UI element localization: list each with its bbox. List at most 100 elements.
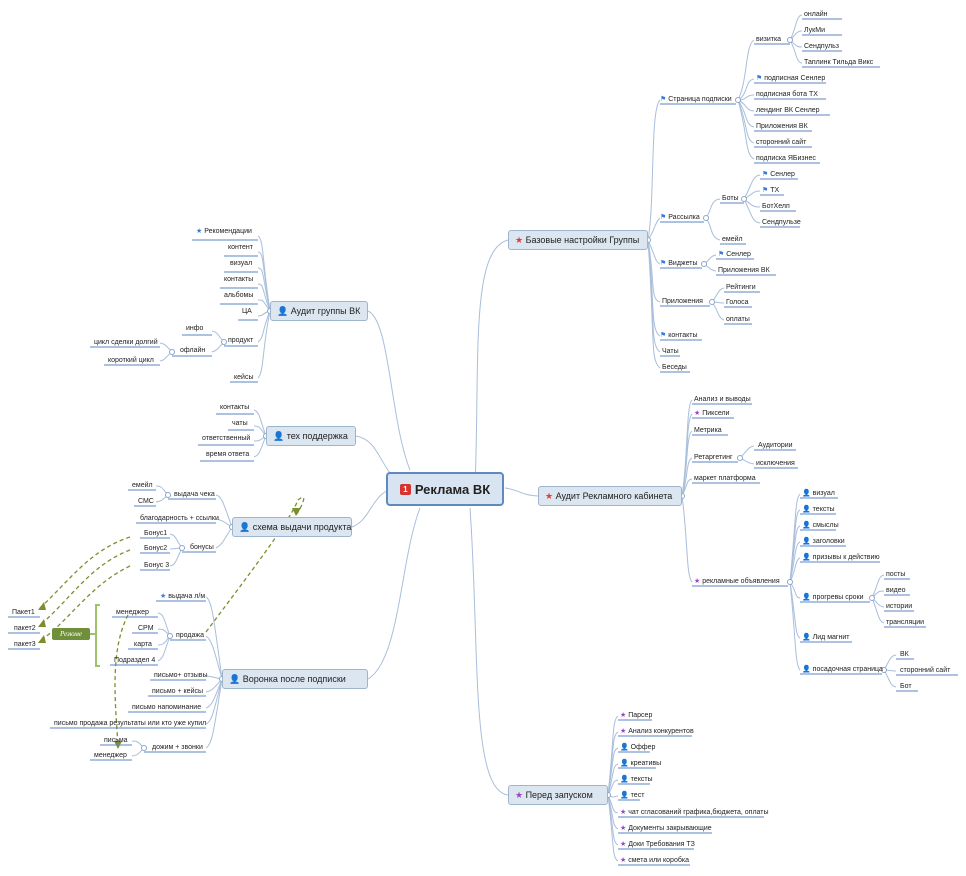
node-sales-item[interactable]: Подраздел 4	[114, 657, 156, 664]
node-sub-item[interactable]: сторонний сайт	[756, 139, 807, 146]
node-talks[interactable]: Беседы	[662, 364, 687, 371]
node-apps[interactable]: Приложения	[662, 298, 703, 305]
node-info[interactable]: инфо	[186, 325, 204, 332]
node-offline-item[interactable]: короткий цикл	[108, 357, 154, 364]
node-receipt-item[interactable]: СМС	[138, 498, 154, 505]
node-app-item[interactable]: Голоса	[726, 299, 749, 306]
node-market[interactable]: маркет платформа	[694, 475, 756, 482]
node-bot-item[interactable]: Сендпульзе	[762, 219, 801, 226]
node-vizitka-item[interactable]: Таплинк Тильда Викс	[804, 59, 874, 66]
node-pre-item[interactable]: ★ Документы закрывающие	[620, 825, 712, 832]
node-bot-item[interactable]: ⚑ Сенлер	[762, 171, 795, 178]
node-landing-item[interactable]: Бот	[900, 683, 912, 690]
topic-tech-support[interactable]: 👤 тех поддержка	[266, 426, 356, 446]
topic-product-scheme[interactable]: 👤 схема выдачи продукта	[232, 517, 352, 537]
node-ads[interactable]: ★ рекламные объявления	[694, 578, 780, 585]
node-tech-item[interactable]: контакты	[220, 404, 250, 411]
node-pre-item[interactable]: ★ Парсер	[620, 712, 653, 719]
node-app-item[interactable]: Рейтинги	[726, 284, 756, 291]
topic-group-audit[interactable]: 👤 Аудит группы ВК	[270, 301, 368, 321]
node-ads-item[interactable]: 👤 Лид магнит	[802, 634, 850, 641]
node-landing-item[interactable]: ВК	[900, 651, 909, 658]
node-pre-item[interactable]: 👤 креативы	[620, 760, 662, 767]
node-group-item[interactable]: ★ Рекомендации	[196, 228, 252, 235]
node-follow-item[interactable]: менеджер	[94, 752, 127, 759]
node-bonus-item[interactable]: Бонус 3	[144, 562, 170, 569]
topic-pre-launch[interactable]: ★ Перед запуском	[508, 785, 608, 805]
node-widget-item[interactable]: Приложения ВК	[718, 267, 770, 274]
node-ads-item[interactable]: 👤 посадочная страница	[802, 666, 883, 673]
node-sub-item[interactable]: Приложения ВК	[756, 123, 808, 130]
node-sales-item[interactable]: менеджер	[116, 609, 149, 616]
central-topic[interactable]: 1 Реклама ВК	[386, 472, 504, 506]
node-vizitka-item[interactable]: Сендпульз	[804, 43, 839, 50]
node-analysis[interactable]: Анализ и выводы	[694, 396, 751, 403]
node-package[interactable]: Пакет1	[12, 609, 35, 616]
node-retarget-item[interactable]: исключения	[756, 460, 795, 467]
node-pre-item[interactable]: ★ чат сгласований графика,бюджета, оплат…	[620, 809, 769, 816]
node-follow[interactable]: дожим + звонки	[152, 744, 203, 751]
node-warm-item[interactable]: видео	[886, 587, 906, 594]
node-group-item[interactable]: контент	[228, 244, 253, 251]
node-app-item[interactable]: оплаты	[726, 316, 750, 323]
node-warm-item[interactable]: истории	[886, 603, 913, 610]
summary-node[interactable]: Резюме	[52, 628, 90, 640]
node-pixels[interactable]: ★ Пиксели	[694, 410, 730, 417]
node-lm[interactable]: ★ выдача л/м	[160, 593, 206, 600]
node-pre-item[interactable]: ★ Анализ конкурентов	[620, 728, 694, 735]
node-pre-item[interactable]: 👤 тест	[620, 792, 645, 799]
node-group-item[interactable]: альбомы	[224, 292, 254, 299]
node-sub-item[interactable]: ⚑ подписная Сенлер	[756, 75, 826, 82]
node-warm-item[interactable]: посты	[886, 571, 906, 578]
node-ads-item[interactable]: 👤 прогревы сроки	[802, 594, 864, 601]
node-follow-item[interactable]: письма	[104, 737, 128, 744]
node-bots[interactable]: Боты	[722, 195, 739, 202]
node-contacts[interactable]: ⚑ контакты	[660, 332, 698, 339]
node-metrics[interactable]: Метрика	[694, 427, 722, 434]
node-sales[interactable]: продажа	[176, 632, 204, 639]
node-sub-item[interactable]: подписная бота ТХ	[756, 91, 818, 98]
node-bonus-item[interactable]: Бонус2	[144, 545, 168, 552]
node-sub-item[interactable]: лендинг ВК Сенлер	[756, 107, 820, 114]
node-receipt[interactable]: выдача чека	[174, 491, 215, 498]
node-package[interactable]: пакет3	[14, 641, 36, 648]
node-email[interactable]: емейл	[722, 236, 743, 243]
node-ads-item[interactable]: 👤 заголовки	[802, 538, 845, 545]
node-group-item[interactable]: визуал	[230, 260, 253, 267]
node-pre-item[interactable]: 👤 Оффер	[620, 744, 656, 751]
node-pre-item[interactable]: ★ Доки Требования ТЗ	[620, 841, 695, 848]
node-bonuses[interactable]: бонусы	[190, 544, 214, 551]
node-widgets[interactable]: ⚑ Виджеты	[660, 260, 698, 267]
node-mailing[interactable]: ⚑ Рассылка	[660, 214, 700, 221]
node-tech-item[interactable]: время ответа	[206, 451, 250, 458]
node-receipt-item[interactable]: емейл	[132, 482, 153, 489]
node-sales-item[interactable]: CPM	[138, 625, 154, 632]
node-ads-item[interactable]: 👤 тексты	[802, 506, 835, 513]
node-retarget[interactable]: Ретаргетинг	[694, 454, 733, 461]
node-tech-item[interactable]: чаты	[232, 420, 248, 427]
node-vizitka-item[interactable]: онлайн	[804, 11, 828, 18]
node-bot-item[interactable]: БотХелп	[762, 203, 790, 210]
node-sales-item[interactable]: карта	[134, 641, 152, 648]
node-offline[interactable]: офлайн	[180, 347, 206, 354]
node-group-item[interactable]: кейсы	[234, 374, 254, 381]
node-thanks[interactable]: благодарность + ссылки	[140, 515, 219, 522]
node-ads-item[interactable]: 👤 смыслы	[802, 522, 839, 529]
node-group-item[interactable]: продукт	[228, 337, 254, 344]
node-ads-item[interactable]: 👤 визуал	[802, 490, 835, 497]
node-letter[interactable]: письмо+ отзывы	[154, 672, 208, 679]
node-vizitka-item[interactable]: ЛукМи	[804, 27, 825, 34]
node-vizitka[interactable]: визитка	[756, 36, 782, 43]
topic-funnel[interactable]: 👤 Воронка после подписки	[222, 669, 368, 689]
node-offline-item[interactable]: цикл сделки долгий	[94, 339, 158, 346]
node-pre-item[interactable]: 👤 тексты	[620, 776, 653, 783]
topic-base-settings[interactable]: ★ Базовые настройки Группы	[508, 230, 648, 250]
node-sub-item[interactable]: подписка ЯБизнес	[756, 155, 816, 162]
node-ads-item[interactable]: 👤 призывы к действию	[802, 554, 880, 561]
node-chats[interactable]: Чаты	[662, 348, 679, 355]
node-package[interactable]: пакет2	[14, 625, 36, 632]
node-landing-item[interactable]: сторонний сайт	[900, 667, 951, 674]
node-letter[interactable]: письмо напоминание	[132, 704, 202, 711]
node-letter[interactable]: письмо + кейсы	[152, 688, 204, 695]
node-tech-item[interactable]: ответственный	[202, 435, 251, 442]
